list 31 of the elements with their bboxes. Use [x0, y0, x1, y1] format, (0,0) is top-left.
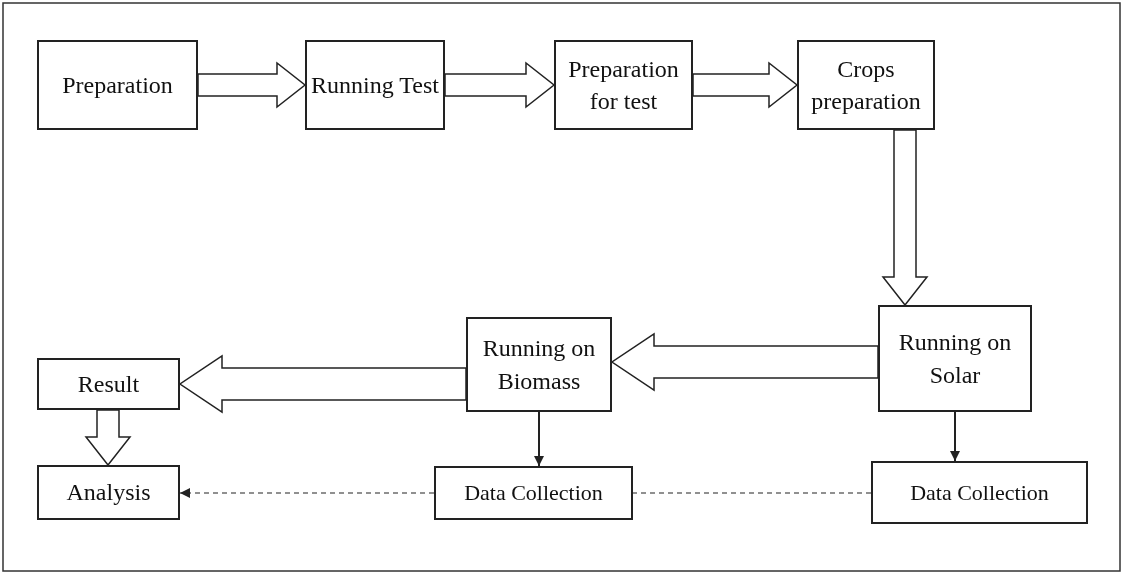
box-label: Running Test	[311, 70, 439, 100]
box-label: Data Collection	[910, 478, 1049, 507]
process-box	[871, 461, 1088, 524]
process-box	[466, 317, 612, 412]
process-box	[797, 40, 935, 130]
process-box	[434, 466, 633, 520]
process-box	[878, 305, 1032, 412]
box-label: Result	[77, 369, 140, 399]
process-box	[37, 358, 180, 410]
box-label: Analysis	[66, 478, 151, 508]
box-label: Running on Solar	[897, 328, 1013, 390]
block-arrow	[197, 61, 307, 109]
dashed-line	[632, 492, 872, 494]
block-arrow	[610, 332, 879, 392]
block-arrow	[881, 129, 929, 307]
process-box	[305, 40, 445, 130]
box-label: Preparation	[62, 70, 173, 100]
box-label: Data Collection	[464, 479, 603, 508]
dashed-arrow	[179, 488, 435, 498]
process-box	[37, 465, 180, 520]
block-arrow	[84, 409, 132, 467]
process-box	[554, 40, 693, 130]
block-arrow	[444, 61, 556, 109]
block-arrow	[178, 354, 467, 414]
box-label: Preparation for test	[567, 54, 680, 116]
block-arrow	[692, 61, 799, 109]
arrow	[534, 411, 544, 467]
process-box	[37, 40, 198, 130]
box-label: Running on Biomass	[481, 334, 597, 396]
arrow	[950, 411, 960, 462]
box-label: Crops preparation	[810, 54, 922, 116]
